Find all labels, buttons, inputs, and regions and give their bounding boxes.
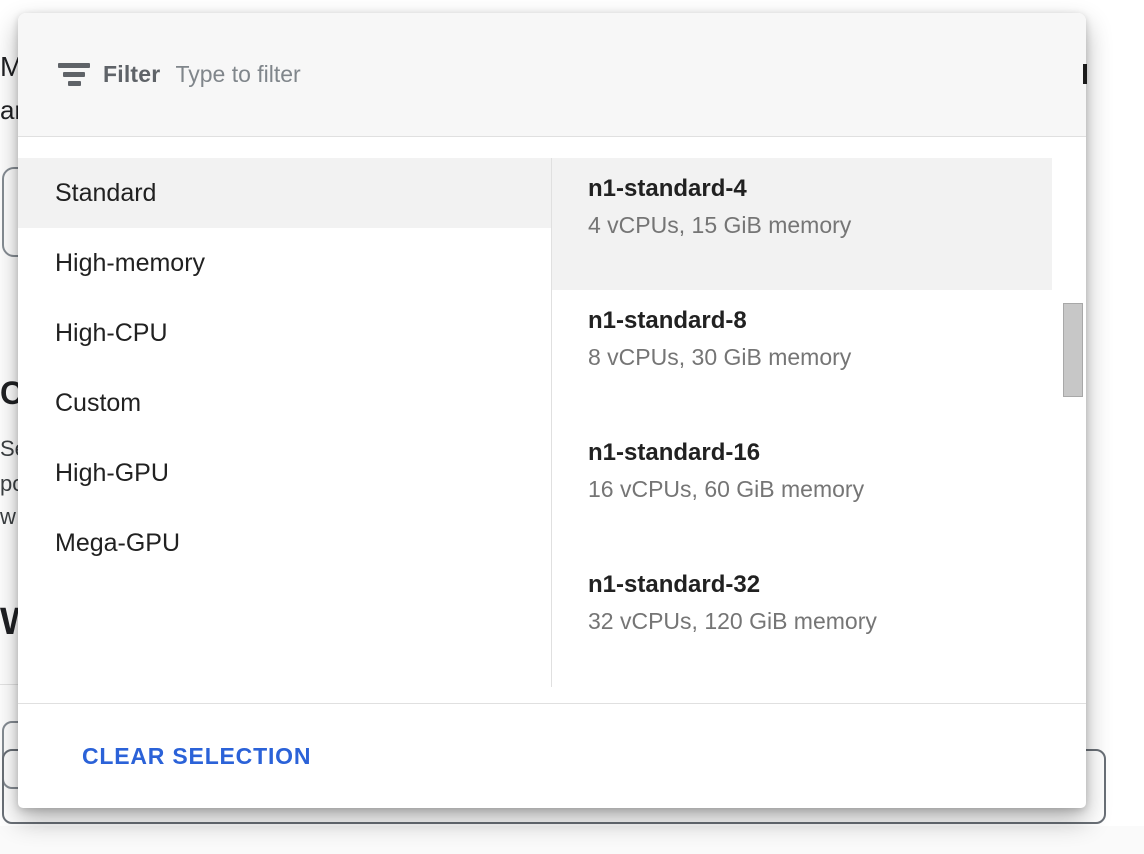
- background-text-sliver: [1083, 64, 1087, 84]
- filter-label: Filter: [103, 61, 161, 87]
- scrollbar-thumb[interactable]: [1063, 303, 1083, 397]
- machine-type-name: n1-standard-32: [588, 571, 761, 598]
- machine-type-option-n1-standard-8[interactable]: n1-standard-8 8 vCPUs, 30 GiB memory: [552, 290, 1052, 422]
- column-divider: [551, 158, 552, 687]
- machine-type-option-n1-standard-32[interactable]: n1-standard-32 32 vCPUs, 120 GiB memory: [552, 554, 1052, 686]
- machine-type-specs: 32 vCPUs, 120 GiB memory: [588, 608, 877, 634]
- filter-list-icon: [58, 63, 90, 86]
- machine-type-specs: 16 vCPUs, 60 GiB memory: [588, 476, 865, 502]
- background-text-fragment: w: [0, 504, 16, 529]
- category-item-high-memory[interactable]: High-memory: [18, 228, 551, 298]
- footer-divider: [18, 703, 1086, 704]
- machine-type-option-n1-standard-4[interactable]: n1-standard-4 4 vCPUs, 15 GiB memory: [552, 158, 1052, 290]
- machine-type-name: n1-standard-4: [588, 175, 747, 202]
- category-label: Standard: [55, 178, 157, 207]
- dialog-footer: CLEAR SELECTION: [18, 704, 1086, 808]
- scrollbar-track[interactable]: [1063, 303, 1084, 832]
- category-item-high-gpu[interactable]: High-GPU: [18, 438, 551, 508]
- machine-type-option-n1-standard-16[interactable]: n1-standard-16 16 vCPUs, 60 GiB memory: [552, 422, 1052, 554]
- background-text-fragment: M: [0, 51, 24, 82]
- category-label: High-CPU: [55, 318, 168, 347]
- category-item-custom[interactable]: Custom: [18, 368, 551, 438]
- clear-selection-button[interactable]: CLEAR SELECTION: [82, 742, 312, 769]
- category-label: Custom: [55, 388, 142, 417]
- category-item-standard[interactable]: Standard: [18, 158, 551, 228]
- background-text-fragment: ar: [0, 95, 24, 125]
- category-item-mega-gpu[interactable]: Mega-GPU: [18, 508, 551, 578]
- filter-input-placeholder[interactable]: Type to filter: [175, 61, 301, 87]
- category-label: Mega-GPU: [55, 528, 181, 557]
- machine-type-specs: 8 vCPUs, 30 GiB memory: [588, 344, 852, 370]
- background-text-fragment: C: [0, 375, 24, 411]
- machine-type-specs: 4 vCPUs, 15 GiB memory: [588, 212, 852, 238]
- category-label: High-GPU: [55, 458, 169, 487]
- page-background-strip: [0, 826, 1144, 854]
- category-label: High-memory: [55, 248, 206, 277]
- machine-type-name: n1-standard-16: [588, 439, 761, 466]
- category-item-high-cpu[interactable]: High-CPU: [18, 298, 551, 368]
- machine-type-name: n1-standard-8: [588, 307, 747, 334]
- filter-bar[interactable]: Filter Type to filter: [18, 13, 1086, 137]
